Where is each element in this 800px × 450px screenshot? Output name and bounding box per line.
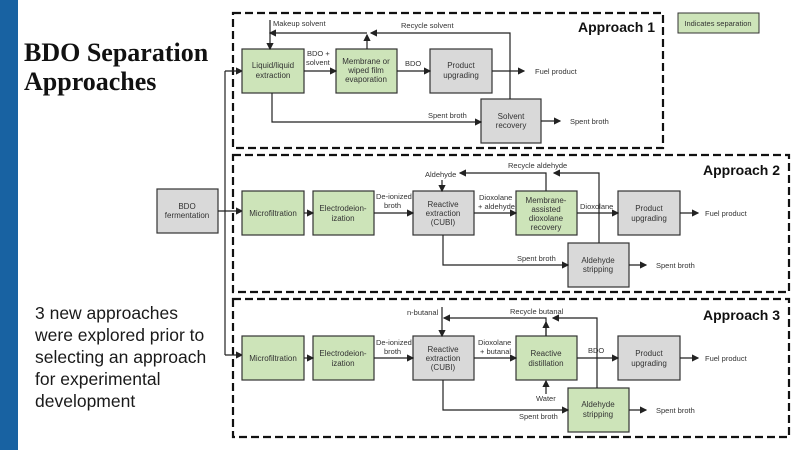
a3-microfiltration-box: Microfiltration bbox=[241, 335, 305, 381]
svg-text:BDO +: BDO + bbox=[307, 49, 330, 58]
svg-text:Aldehyde: Aldehyde bbox=[581, 400, 615, 409]
svg-text:Dioxolane: Dioxolane bbox=[479, 193, 512, 202]
svg-text:Water: Water bbox=[536, 394, 556, 403]
svg-text:De-ionized: De-ionized bbox=[376, 192, 412, 201]
svg-text:Spent broth: Spent broth bbox=[570, 117, 609, 126]
svg-text:Product: Product bbox=[447, 61, 475, 70]
svg-text:Fuel product: Fuel product bbox=[535, 67, 578, 76]
svg-text:Aldehyde: Aldehyde bbox=[581, 256, 615, 265]
a1-membrane-box: Membrane or wiped film evaporation bbox=[335, 48, 398, 94]
a3-stripping-box: Aldehyde stripping bbox=[567, 387, 630, 433]
accent-sidebar bbox=[0, 0, 18, 450]
a2-stripping-box: Aldehyde stripping bbox=[567, 242, 630, 288]
legend: Indicates separation bbox=[677, 12, 760, 34]
a3-upgrading-box: Product upgrading bbox=[617, 335, 681, 381]
svg-text:Spent broth: Spent broth bbox=[428, 111, 467, 120]
bdo-fermentation-box: BDO fermentation bbox=[156, 188, 219, 234]
svg-text:recovery: recovery bbox=[496, 121, 527, 130]
svg-text:Spent broth: Spent broth bbox=[519, 412, 558, 421]
approach2-frame bbox=[231, 153, 791, 294]
svg-text:extraction: extraction bbox=[256, 71, 291, 80]
svg-text:BDO: BDO bbox=[588, 346, 604, 355]
svg-text:extraction: extraction bbox=[426, 354, 461, 363]
a3-edi-box: Electrodeion- ization bbox=[312, 335, 375, 381]
svg-text:BDO: BDO bbox=[405, 59, 421, 68]
svg-text:Spent broth: Spent broth bbox=[656, 406, 695, 415]
svg-text:n-butanal: n-butanal bbox=[407, 308, 439, 317]
svg-text:assisted: assisted bbox=[531, 205, 560, 214]
svg-text:Reactive: Reactive bbox=[427, 200, 459, 209]
svg-text:distillation: distillation bbox=[528, 359, 563, 368]
svg-text:Liquid/liquid: Liquid/liquid bbox=[252, 61, 294, 70]
svg-text:stripping: stripping bbox=[583, 410, 613, 419]
svg-text:Spent broth: Spent broth bbox=[656, 261, 695, 270]
svg-text:Reactive: Reactive bbox=[530, 349, 562, 358]
svg-text:De-ionized: De-ionized bbox=[376, 338, 412, 347]
approach3-frame bbox=[231, 297, 791, 439]
svg-text:wiped film: wiped film bbox=[347, 66, 384, 75]
svg-text:Aldehyde: Aldehyde bbox=[425, 170, 456, 179]
svg-text:upgrading: upgrading bbox=[443, 71, 479, 80]
svg-text:Fuel product: Fuel product bbox=[705, 354, 748, 363]
a1-solvent-recovery-box: Solvent recovery bbox=[480, 98, 542, 144]
svg-text:Product: Product bbox=[635, 204, 663, 213]
approach1-frame bbox=[231, 11, 665, 150]
svg-text:Electrodeion-: Electrodeion- bbox=[319, 349, 366, 358]
svg-text:upgrading: upgrading bbox=[631, 214, 667, 223]
a1-recycle-label: Recycle solvent bbox=[401, 21, 454, 30]
svg-text:evaporation: evaporation bbox=[345, 75, 387, 84]
a3-reactive-extraction-box: Reactive extraction (CUBI) bbox=[412, 335, 475, 381]
svg-text:extraction: extraction bbox=[426, 209, 461, 218]
svg-text:(CUBI): (CUBI) bbox=[431, 363, 456, 372]
svg-text:Recycle aldehyde: Recycle aldehyde bbox=[508, 161, 567, 170]
a2-microfiltration-box: Microfiltration bbox=[241, 190, 305, 236]
svg-text:Product: Product bbox=[635, 349, 663, 358]
svg-text:Membrane-: Membrane- bbox=[526, 196, 567, 205]
a1-lle-box: Liquid/liquid extraction bbox=[241, 48, 305, 94]
legend-label: Indicates separation bbox=[684, 19, 751, 28]
svg-text:solvent: solvent bbox=[306, 58, 331, 67]
approach3-title: Approach 3 bbox=[703, 307, 780, 323]
svg-text:Dioxolane: Dioxolane bbox=[478, 338, 511, 347]
svg-text:Microfiltration: Microfiltration bbox=[249, 209, 297, 218]
svg-text:stripping: stripping bbox=[583, 265, 613, 274]
svg-text:Membrane or: Membrane or bbox=[342, 57, 390, 66]
a2-edi-box: Electrodeion- ization bbox=[312, 190, 375, 236]
slide-note: 3 new approaches were explored prior to … bbox=[35, 303, 207, 411]
svg-text:Reactive: Reactive bbox=[427, 345, 459, 354]
svg-text:Solvent: Solvent bbox=[498, 112, 525, 121]
a3-reactive-distillation-box: Reactive distillation bbox=[515, 335, 578, 381]
slide-title: BDO Separation Approaches bbox=[24, 38, 209, 96]
approach2-title: Approach 2 bbox=[703, 162, 780, 178]
svg-text:fermentation: fermentation bbox=[165, 211, 209, 220]
svg-text:Electrodeion-: Electrodeion- bbox=[319, 204, 366, 213]
svg-text:(CUBI): (CUBI) bbox=[431, 218, 456, 227]
a1-upgrading-box: Product upgrading bbox=[429, 48, 493, 94]
svg-text:+ aldehyde: + aldehyde bbox=[478, 202, 515, 211]
svg-text:Dioxolane: Dioxolane bbox=[580, 202, 613, 211]
a2-membrane-box: Membrane- assisted dioxolane recovery bbox=[515, 190, 578, 236]
svg-text:Microfiltration: Microfiltration bbox=[249, 354, 297, 363]
a2-upgrading-box: Product upgrading bbox=[617, 190, 681, 236]
svg-text:ization: ization bbox=[331, 359, 354, 368]
svg-text:Recycle butanal: Recycle butanal bbox=[510, 307, 564, 316]
svg-text:Spent broth: Spent broth bbox=[517, 254, 556, 263]
svg-text:ization: ization bbox=[331, 214, 354, 223]
svg-text:upgrading: upgrading bbox=[631, 359, 667, 368]
approach1-title: Approach 1 bbox=[578, 19, 655, 35]
svg-text:dioxolane: dioxolane bbox=[529, 214, 564, 223]
svg-text:recovery: recovery bbox=[531, 223, 562, 232]
svg-text:broth: broth bbox=[384, 201, 401, 210]
svg-text:Fuel product: Fuel product bbox=[705, 209, 748, 218]
a2-reactive-extraction-box: Reactive extraction (CUBI) bbox=[412, 190, 475, 236]
a1-makeup-label: Makeup solvent bbox=[273, 19, 326, 28]
svg-text:broth: broth bbox=[384, 347, 401, 356]
svg-text:+ butanal: + butanal bbox=[480, 347, 511, 356]
svg-text:BDO: BDO bbox=[178, 202, 195, 211]
